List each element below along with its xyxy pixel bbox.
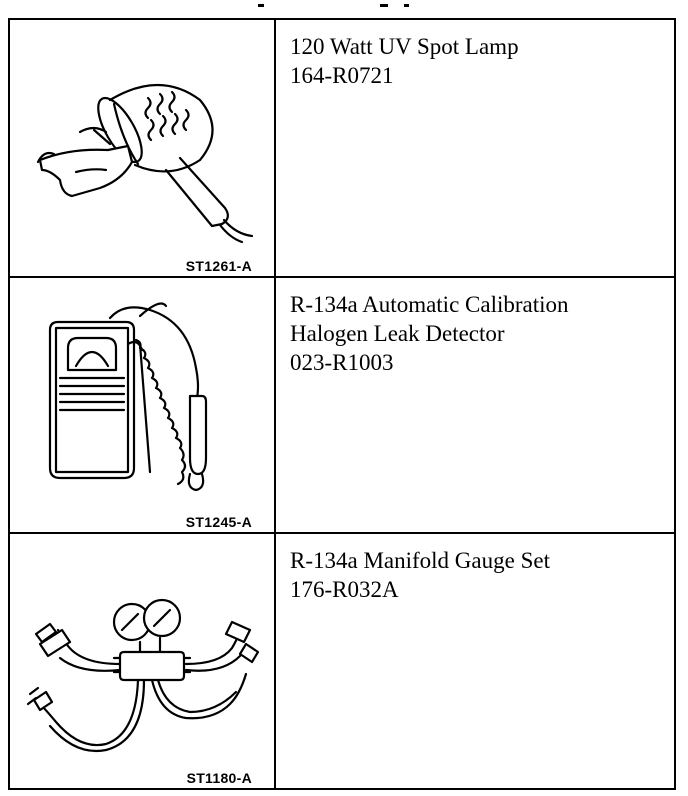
figure-code: ST1180-A: [186, 770, 252, 786]
tool-image-cell: ST1245-A: [10, 278, 276, 532]
tool-image-cell: ST1261-A: [10, 20, 276, 276]
tool-description: R-134a Automatic Calibration Halogen Lea…: [290, 290, 670, 377]
tool-part-number: 176-R032A: [290, 577, 399, 602]
tool-part-number: 164-R0721: [290, 63, 394, 88]
tool-part-number: 023-R1003: [290, 350, 394, 375]
tool-row-uv-lamp: ST1261-A 120 Watt UV Spot Lamp 164-R0721: [10, 20, 674, 278]
tool-description: R-134a Manifold Gauge Set 176-R032A: [290, 546, 670, 604]
tool-name-continued: Halogen Leak Detector: [290, 321, 505, 346]
figure-code: ST1245-A: [185, 514, 252, 530]
special-tools-table: ST1261-A 120 Watt UV Spot Lamp 164-R0721: [8, 18, 676, 790]
tool-row-leak-detector: ST1245-A R-134a Automatic Calibration Ha…: [10, 278, 674, 534]
leak-detector-illustration: [48, 302, 208, 492]
tool-name: 120 Watt UV Spot Lamp: [290, 34, 519, 59]
figure-code: ST1261-A: [185, 258, 252, 274]
tool-description: 120 Watt UV Spot Lamp 164-R0721: [290, 32, 670, 90]
scan-marks: [258, 4, 409, 7]
manifold-gauge-set-illustration: [26, 598, 260, 752]
tool-image-cell: ST1180-A: [10, 534, 276, 788]
tool-name: R-134a Automatic Calibration: [290, 292, 569, 317]
uv-spot-lamp-illustration: [36, 84, 254, 244]
tool-row-manifold-gauge: ST1180-A R-134a Manifold Gauge Set 176-R…: [10, 534, 674, 788]
tool-name: R-134a Manifold Gauge Set: [290, 548, 550, 573]
